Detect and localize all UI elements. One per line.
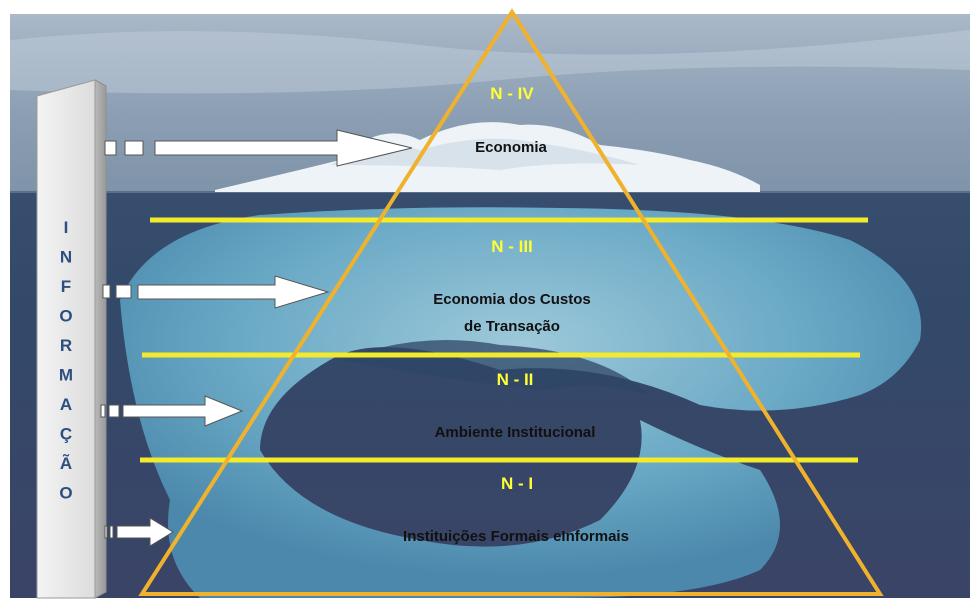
pillar-front — [36, 79, 96, 599]
level-iv: N - IV Economia — [475, 84, 547, 156]
arrow-tail-block — [100, 404, 106, 418]
arrow-tail-block — [124, 140, 144, 156]
iceberg-tip-shadow — [330, 138, 640, 170]
pillar-letter: O — [59, 307, 72, 326]
level-description: de Transação — [464, 318, 560, 335]
arrow-level-ii — [100, 395, 244, 427]
information-arrows — [100, 129, 413, 547]
level-iii: N - III Economia dos Custos de Transação — [433, 237, 591, 335]
arrow-body — [122, 395, 244, 427]
pillar-letter: N — [60, 248, 72, 267]
level-description: Ambiente Institucional — [435, 424, 596, 441]
level-code: N - III — [491, 237, 533, 256]
level-i: N - I Instituições Formais eInformais — [403, 474, 629, 545]
pillar-letter: M — [59, 366, 73, 385]
cloud-band — [10, 30, 970, 94]
pyramid-triangle — [138, 8, 884, 596]
pillar-letter: Ã — [60, 453, 72, 473]
pillar-side — [94, 79, 107, 599]
level-description: Instituições Formais eInformais — [403, 528, 629, 545]
arrow-level-iv — [104, 129, 413, 167]
arrow-tail-block — [109, 525, 114, 539]
arrow-body — [137, 275, 330, 309]
arrow-tail-block — [108, 404, 120, 418]
iceberg-underwater — [120, 207, 922, 599]
arrow-tail-block — [102, 284, 111, 299]
level-description: Economia dos Custos — [433, 291, 591, 308]
arrow-tail-block — [104, 525, 108, 539]
arrow-level-i — [104, 517, 174, 547]
arrow-body — [154, 129, 413, 167]
level-code: N - I — [501, 474, 533, 493]
iceberg-background — [10, 14, 970, 599]
pillar-letter: R — [60, 336, 72, 355]
arrow-tail-block — [104, 140, 117, 156]
pillar-letter: I — [64, 218, 69, 237]
pillar-letter: A — [60, 395, 72, 414]
arrow-level-iii — [102, 275, 330, 309]
level-code: N - IV — [490, 84, 534, 103]
pillar-letter: F — [61, 277, 71, 296]
arrow-body — [116, 517, 174, 547]
pillar-letter: O — [59, 484, 72, 503]
level-description: Economia — [475, 139, 547, 156]
level-ii: N - II Ambiente Institucional — [435, 370, 596, 441]
level-code: N - II — [497, 370, 534, 389]
pillar-letter: Ç — [60, 425, 72, 444]
level-separators — [140, 217, 868, 463]
arrow-tail-block — [115, 284, 132, 299]
